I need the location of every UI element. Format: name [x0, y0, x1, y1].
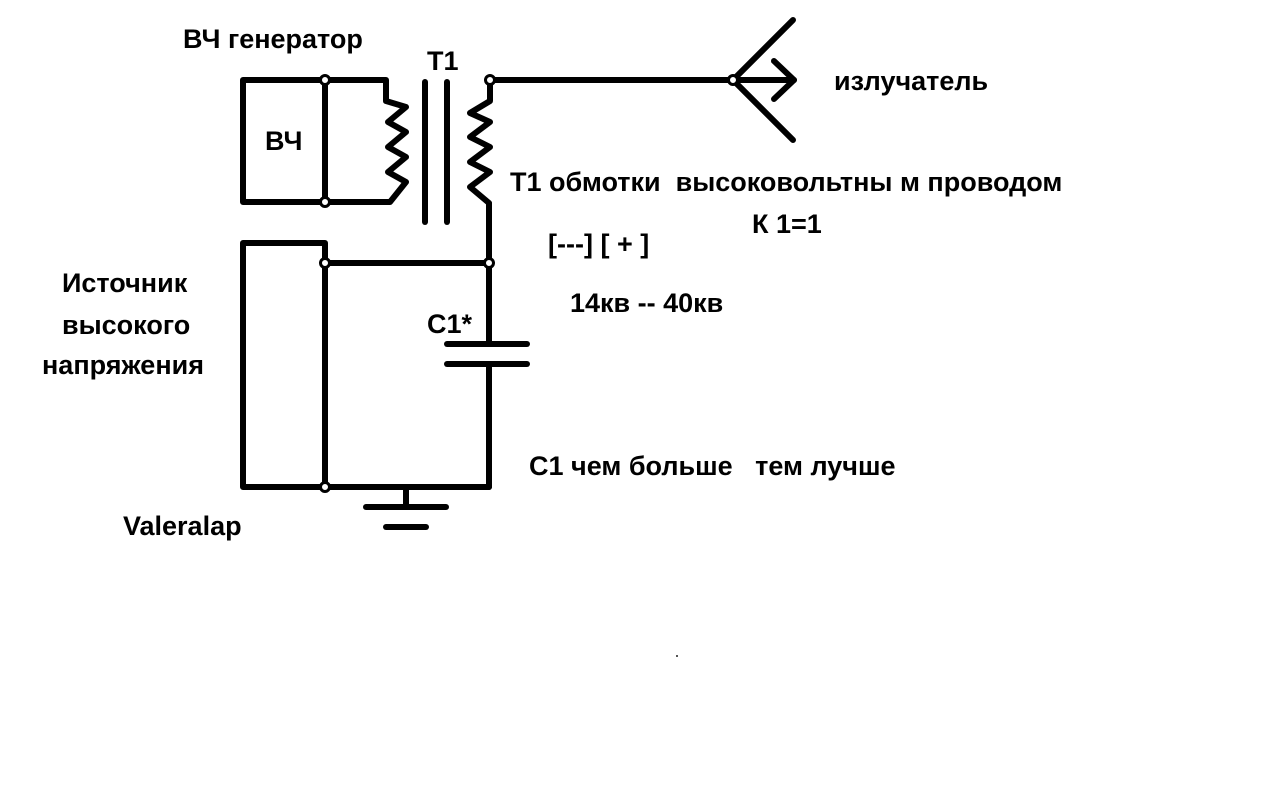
- rf-block-label: ВЧ: [265, 126, 303, 156]
- rf-generator: [240, 77, 328, 205]
- windings-note: T1 обмотки высоковольтны м проводом: [510, 167, 1063, 197]
- junction-node: [484, 74, 496, 86]
- ground-icon: [363, 484, 449, 530]
- capacitor-note: C1 чем больше тем лучше: [529, 451, 896, 481]
- rf-generator-title: ВЧ генератор: [183, 24, 363, 54]
- stray-dot: [676, 655, 678, 657]
- junction-node: [319, 257, 331, 269]
- voltage-range: 14кв -- 40кв: [570, 288, 724, 318]
- transformer-label: T1: [427, 46, 459, 76]
- junction-node: [319, 74, 331, 86]
- junction-node: [319, 196, 331, 208]
- junction-node: [483, 257, 495, 269]
- hv-source-line-2: высокого: [62, 310, 191, 340]
- capacitor-label: C1*: [427, 309, 473, 339]
- hv-source-box: [240, 240, 328, 490]
- junction-node: [727, 74, 739, 86]
- primary-winding: [322, 77, 409, 205]
- rf-generator-box: [240, 77, 328, 205]
- polarity-label: [---] [ + ]: [548, 229, 650, 259]
- ratio-label: К 1=1: [752, 209, 822, 239]
- emitter-label: излучатель: [834, 66, 989, 96]
- hv-source-line-3: напряжения: [42, 350, 204, 380]
- hv-source-line-1: Источник: [62, 268, 188, 298]
- author-label: Valeralap: [123, 511, 242, 541]
- junction-node: [319, 481, 331, 493]
- secondary-winding: [467, 77, 736, 266]
- antenna-icon: [730, 17, 797, 143]
